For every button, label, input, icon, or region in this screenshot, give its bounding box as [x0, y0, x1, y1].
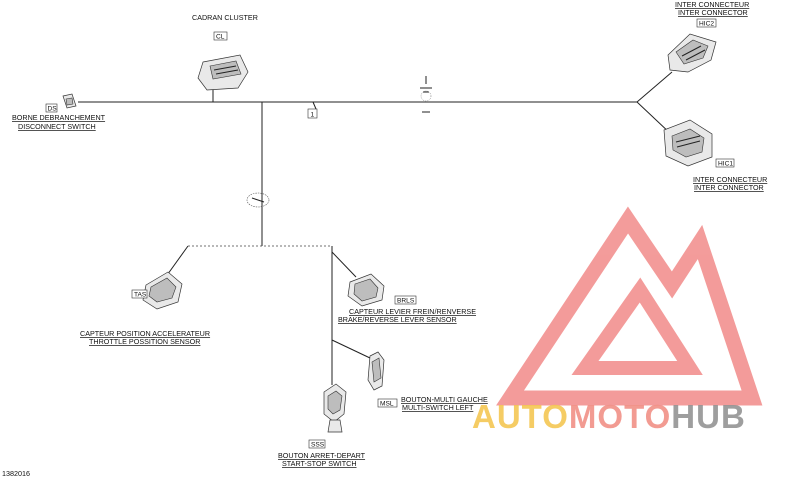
- watermark-text: AUTOMOTOHUB: [472, 398, 746, 435]
- components-hic1-code: HIC1: [718, 161, 733, 168]
- hic2-code: HIC2: [696, 18, 717, 28]
- hic2-label-en: INTER CONNECTOR: [678, 8, 748, 17]
- tas-code: TAS: [131, 289, 148, 299]
- components-brls-code: BRLS: [397, 298, 415, 305]
- brake-sensor-connector: [347, 273, 385, 307]
- hic2-connector: [667, 33, 717, 73]
- hic1-label-fr: INTER CONNECTEUR: [693, 175, 767, 184]
- watermark-auto: AUTO: [472, 398, 569, 435]
- hic1-label-en: INTER CONNECTOR: [694, 183, 764, 192]
- msl-label-fr: BOUTON-MULTI GAUCHE: [401, 395, 488, 404]
- components-sss-code: SSS: [311, 442, 325, 449]
- hic1-connector: [663, 119, 713, 167]
- throttle-sensor-connector: [142, 271, 183, 310]
- sss-label-fr: BOUTON ARRET-DEPART: [278, 451, 366, 460]
- tas-label-en: THROTTLE POSSITION SENSOR: [89, 337, 200, 346]
- splice-symbol: [246, 192, 270, 208]
- ground-symbol-top: [420, 76, 432, 113]
- msl-label-en: MULTI-SWITCH LEFT: [402, 403, 474, 412]
- hic2-label-fr: INTER CONNECTEUR: [675, 0, 749, 9]
- components-hic2-code: HIC2: [699, 21, 714, 28]
- callout-1: 1: [307, 108, 318, 119]
- cluster-code: CL: [213, 31, 228, 41]
- components-tas-code: TAS: [134, 292, 147, 299]
- multi-switch-connector: [367, 351, 385, 391]
- svg-text:AUTOMOTOHUB: AUTOMOTOHUB: [472, 398, 746, 435]
- hic1-code: HIC1: [715, 158, 735, 168]
- components-msl-code: MSL: [380, 401, 394, 408]
- watermark-triangle-inner: [571, 277, 703, 375]
- components-disconnect-code: DS: [48, 106, 58, 113]
- components-cluster-code: CL: [216, 34, 225, 41]
- start-stop-connector: [323, 383, 347, 433]
- cluster-connector: [197, 54, 249, 91]
- brls-label-en: BRAKE/REVERSE LEVER SENSOR: [338, 315, 457, 324]
- brls-label-fr: CAPTEUR LEVIER FREIN/RENVERSE: [349, 307, 476, 316]
- figure-number: 1382016: [2, 469, 30, 478]
- watermark-triangle-outer: [496, 206, 763, 406]
- watermark-moto: MOTO: [569, 398, 671, 435]
- brls-code: BRLS: [394, 295, 417, 305]
- disconnect-switch-connector: [62, 93, 77, 109]
- disconnect-code: DS: [45, 103, 58, 113]
- msl-code: MSL: [377, 398, 398, 408]
- watermark-logo: [496, 206, 763, 406]
- callout: 1: [311, 112, 315, 119]
- tas-label-fr: CAPTEUR POSITION ACCELERATEUR: [80, 329, 210, 338]
- disconnect-label-fr: BORNE DEBRANCHEMENT: [12, 113, 106, 122]
- watermark-hub: HUB: [671, 398, 746, 435]
- sss-code: SSS: [308, 439, 326, 449]
- disconnect-label-en: DISCONNECT SWITCH: [18, 122, 96, 131]
- cluster-label: CADRAN CLUSTER: [192, 13, 258, 22]
- sss-label-en: START-STOP SWITCH: [282, 459, 357, 468]
